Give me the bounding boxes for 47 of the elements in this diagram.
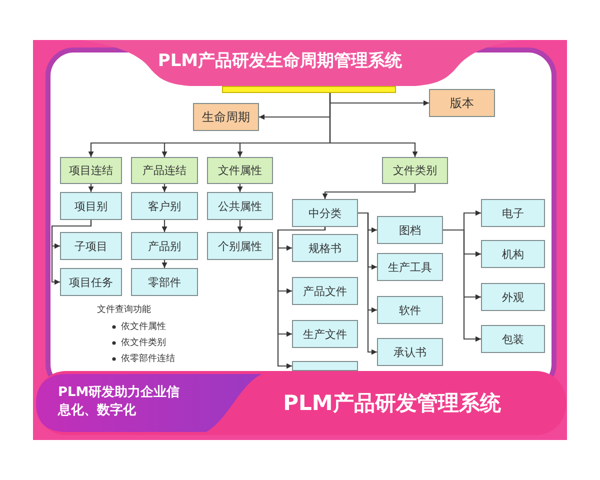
process-box: 机构 [481, 240, 545, 268]
arrow [329, 93, 418, 157]
process-box: 文件类别 [382, 157, 448, 184]
title: PLM产品研发生命周期管理系统 [156, 50, 404, 72]
bullet-item: 依文件类别 [121, 336, 167, 349]
process-box: 子项目 [60, 232, 122, 260]
process-box: 项目连结 [60, 157, 122, 184]
arrow [88, 184, 94, 192]
process-box: 产品连结 [131, 157, 198, 184]
arrow [162, 220, 168, 232]
process-box: 图档 [377, 216, 443, 244]
process-box: 生产工具 [377, 253, 443, 281]
arrow [443, 229, 481, 342]
process-box: 版本 [429, 89, 495, 117]
arrow [358, 212, 377, 355]
arrow [162, 260, 168, 268]
arrow [51, 220, 92, 285]
footer-tagline: PLM研发助力企业信息化、数字化 [58, 384, 181, 420]
arrow [237, 184, 243, 192]
process-box: 承认书 [377, 338, 443, 366]
process-box [292, 361, 358, 371]
process-box: 项目别 [60, 192, 122, 220]
process-box: 生产文件 [292, 320, 358, 348]
footer-title: PLM产品研发管理系统 [282, 390, 502, 417]
arrow [162, 184, 168, 192]
bullet-item: 依文件属性 [121, 320, 167, 333]
process-box: 公共属性 [207, 192, 273, 220]
arrow [322, 184, 416, 199]
process-box: 产品文件 [292, 277, 358, 305]
header-bar [222, 86, 396, 93]
process-box: 软件 [377, 296, 443, 324]
process-box: 个别属性 [207, 232, 273, 260]
process-box: 客户别 [131, 192, 198, 220]
arrow [237, 220, 243, 232]
process-box: 项目任务 [60, 268, 122, 296]
process-box: 生命周期 [193, 103, 259, 131]
note-heading: 文件查询功能 [97, 304, 152, 316]
process-box: 文件属性 [207, 157, 273, 184]
process-box: 中分类 [292, 199, 358, 227]
process-box: 包装 [481, 325, 545, 353]
process-box: 外观 [481, 283, 545, 311]
process-box: 规格书 [292, 234, 358, 262]
process-box: 零部件 [131, 268, 198, 296]
process-box: 电子 [481, 199, 545, 227]
process-box: 产品别 [131, 232, 198, 260]
arrow [277, 227, 326, 369]
bullet-item: 依零部件连结 [121, 352, 176, 365]
